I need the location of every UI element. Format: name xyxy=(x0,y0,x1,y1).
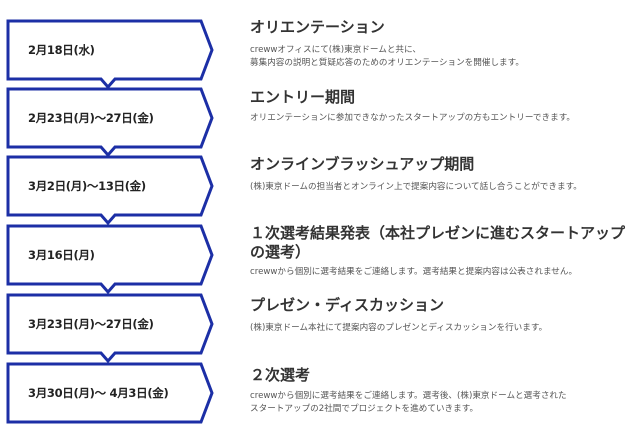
step-description: crewwから個別に選考結果をご連絡します。選考結果と提案内容は公表されません。 xyxy=(250,267,578,277)
step-title: オンラインブラッシュアップ期間 xyxy=(250,155,475,173)
step-description: crewwオフィスにて(株)東京ドームと共に、 募集内容の説明と質疑応答のための… xyxy=(250,45,524,68)
date-arrow-box: 2月18日(水) xyxy=(6,19,216,91)
arrow-shape xyxy=(6,362,214,424)
arrow-shape xyxy=(6,87,214,158)
step-description: オリエンテーションに参加できなかったスタートアップの方もエントリーできます。 xyxy=(250,113,576,123)
step-date: 3月23日(月)〜27日(金) xyxy=(28,317,154,331)
step-title: １次選考結果発表（本社プレゼンに進むスタートアップの選考） xyxy=(250,224,626,261)
step-date: 2月18日(水) xyxy=(28,43,95,57)
step-title: プレゼン・ディスカッション xyxy=(250,296,444,314)
step-title: エントリー期間 xyxy=(250,88,356,106)
date-arrow-box: 3月23日(月)〜27日(金) xyxy=(6,293,216,365)
arrow-shape xyxy=(6,155,214,226)
step-description: (株)東京ドームの担当者とオンライン上で提案内容について話し合うことができます。 xyxy=(250,182,582,192)
date-arrow-box: 3月2日(月)〜13日(金) xyxy=(6,155,216,227)
step-title: ２次選考 xyxy=(250,366,311,384)
step-date: 3月30日(月)〜 4月3日(金) xyxy=(28,386,169,400)
step-description: crewwから個別に選考結果をご連絡します。選考後、(株)東京ドームと選考された… xyxy=(250,391,567,414)
step-date: 3月16日(月) xyxy=(28,248,95,262)
date-arrow-box: 2月23日(月)〜27日(金) xyxy=(6,87,216,159)
date-arrow-box: 3月16日(月) xyxy=(6,224,216,296)
date-arrow-box: 3月30日(月)〜 4月3日(金) xyxy=(6,362,216,434)
step-description: (株)東京ドーム本社にて提案内容のプレゼンとディスカッションを行います。 xyxy=(250,323,548,333)
step-title: オリエンテーション xyxy=(250,18,385,36)
arrow-shape xyxy=(6,19,214,90)
step-date: 3月2日(月)〜13日(金) xyxy=(28,179,146,193)
arrow-shape xyxy=(6,224,214,295)
arrow-shape xyxy=(6,293,214,364)
step-date: 2月23日(月)〜27日(金) xyxy=(28,111,154,125)
